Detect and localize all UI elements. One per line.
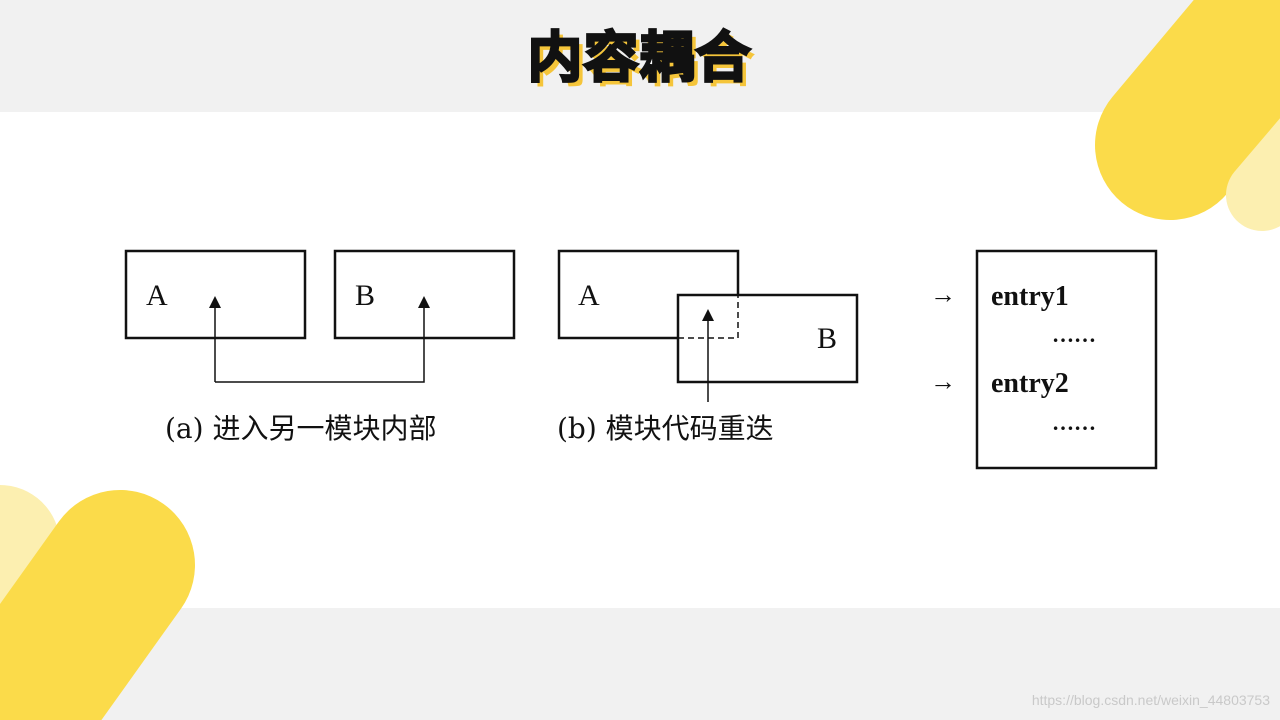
bottom-band: [0, 608, 1280, 720]
diagram-b-box-a: [557, 249, 740, 340]
slide-title: 内容耦合: [527, 25, 752, 91]
entry2-label: entry2: [991, 368, 1069, 399]
top-right-light-pill: [1226, 118, 1280, 231]
diagram-b-label-b: B: [817, 322, 837, 355]
entry1-label: entry1: [991, 281, 1069, 312]
entry1-ellipsis: ……: [1052, 322, 1096, 347]
diagram-b: A B (b) 模块代码重迭: [557, 249, 859, 445]
entry2-arrow: →: [930, 367, 956, 396]
content-area: [0, 112, 1280, 608]
top-right-yellow-pill: [1095, 0, 1280, 220]
diagram-a-label-b: B: [355, 279, 375, 312]
diagram-a-caption: (a) 进入另一模块内部: [165, 412, 436, 445]
diagram-a-arrow-to-b: [215, 296, 430, 383]
diagram-b-box-b: [676, 293, 859, 384]
entry2-ellipsis: ……: [1052, 410, 1096, 435]
entry1-arrow: →: [930, 280, 956, 309]
diagram-b-overlap-dashed: [678, 295, 739, 339]
watermark: https://blog.csdn.net/weixin_44803753: [1031, 692, 1270, 708]
diagram-c: → → entry1 …… entry2 ……: [930, 249, 1158, 470]
top-band: [0, 0, 1280, 112]
diagram-a: A B (a) 进入另一模块内部: [124, 249, 516, 445]
diagram-c-module-box: [975, 249, 1158, 470]
bottom-left-yellow-pill: [0, 490, 195, 720]
diagram-b-label-a: A: [578, 279, 600, 312]
diagram-a-label-a: A: [146, 279, 168, 312]
diagram-b-caption: (b) 模块代码重迭: [557, 412, 774, 445]
